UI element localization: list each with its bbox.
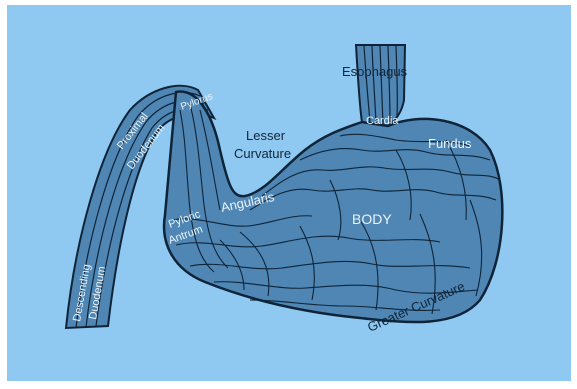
label-lesser-curvature-line1: Lesser — [246, 128, 286, 143]
label-fundus: Fundus — [428, 136, 472, 151]
label-lesser-curvature-line2: Curvature — [234, 146, 291, 161]
label-cardia: Cardia — [366, 115, 399, 127]
label-esophagus: Esophagus — [342, 64, 408, 79]
label-body: BODY — [352, 211, 392, 227]
